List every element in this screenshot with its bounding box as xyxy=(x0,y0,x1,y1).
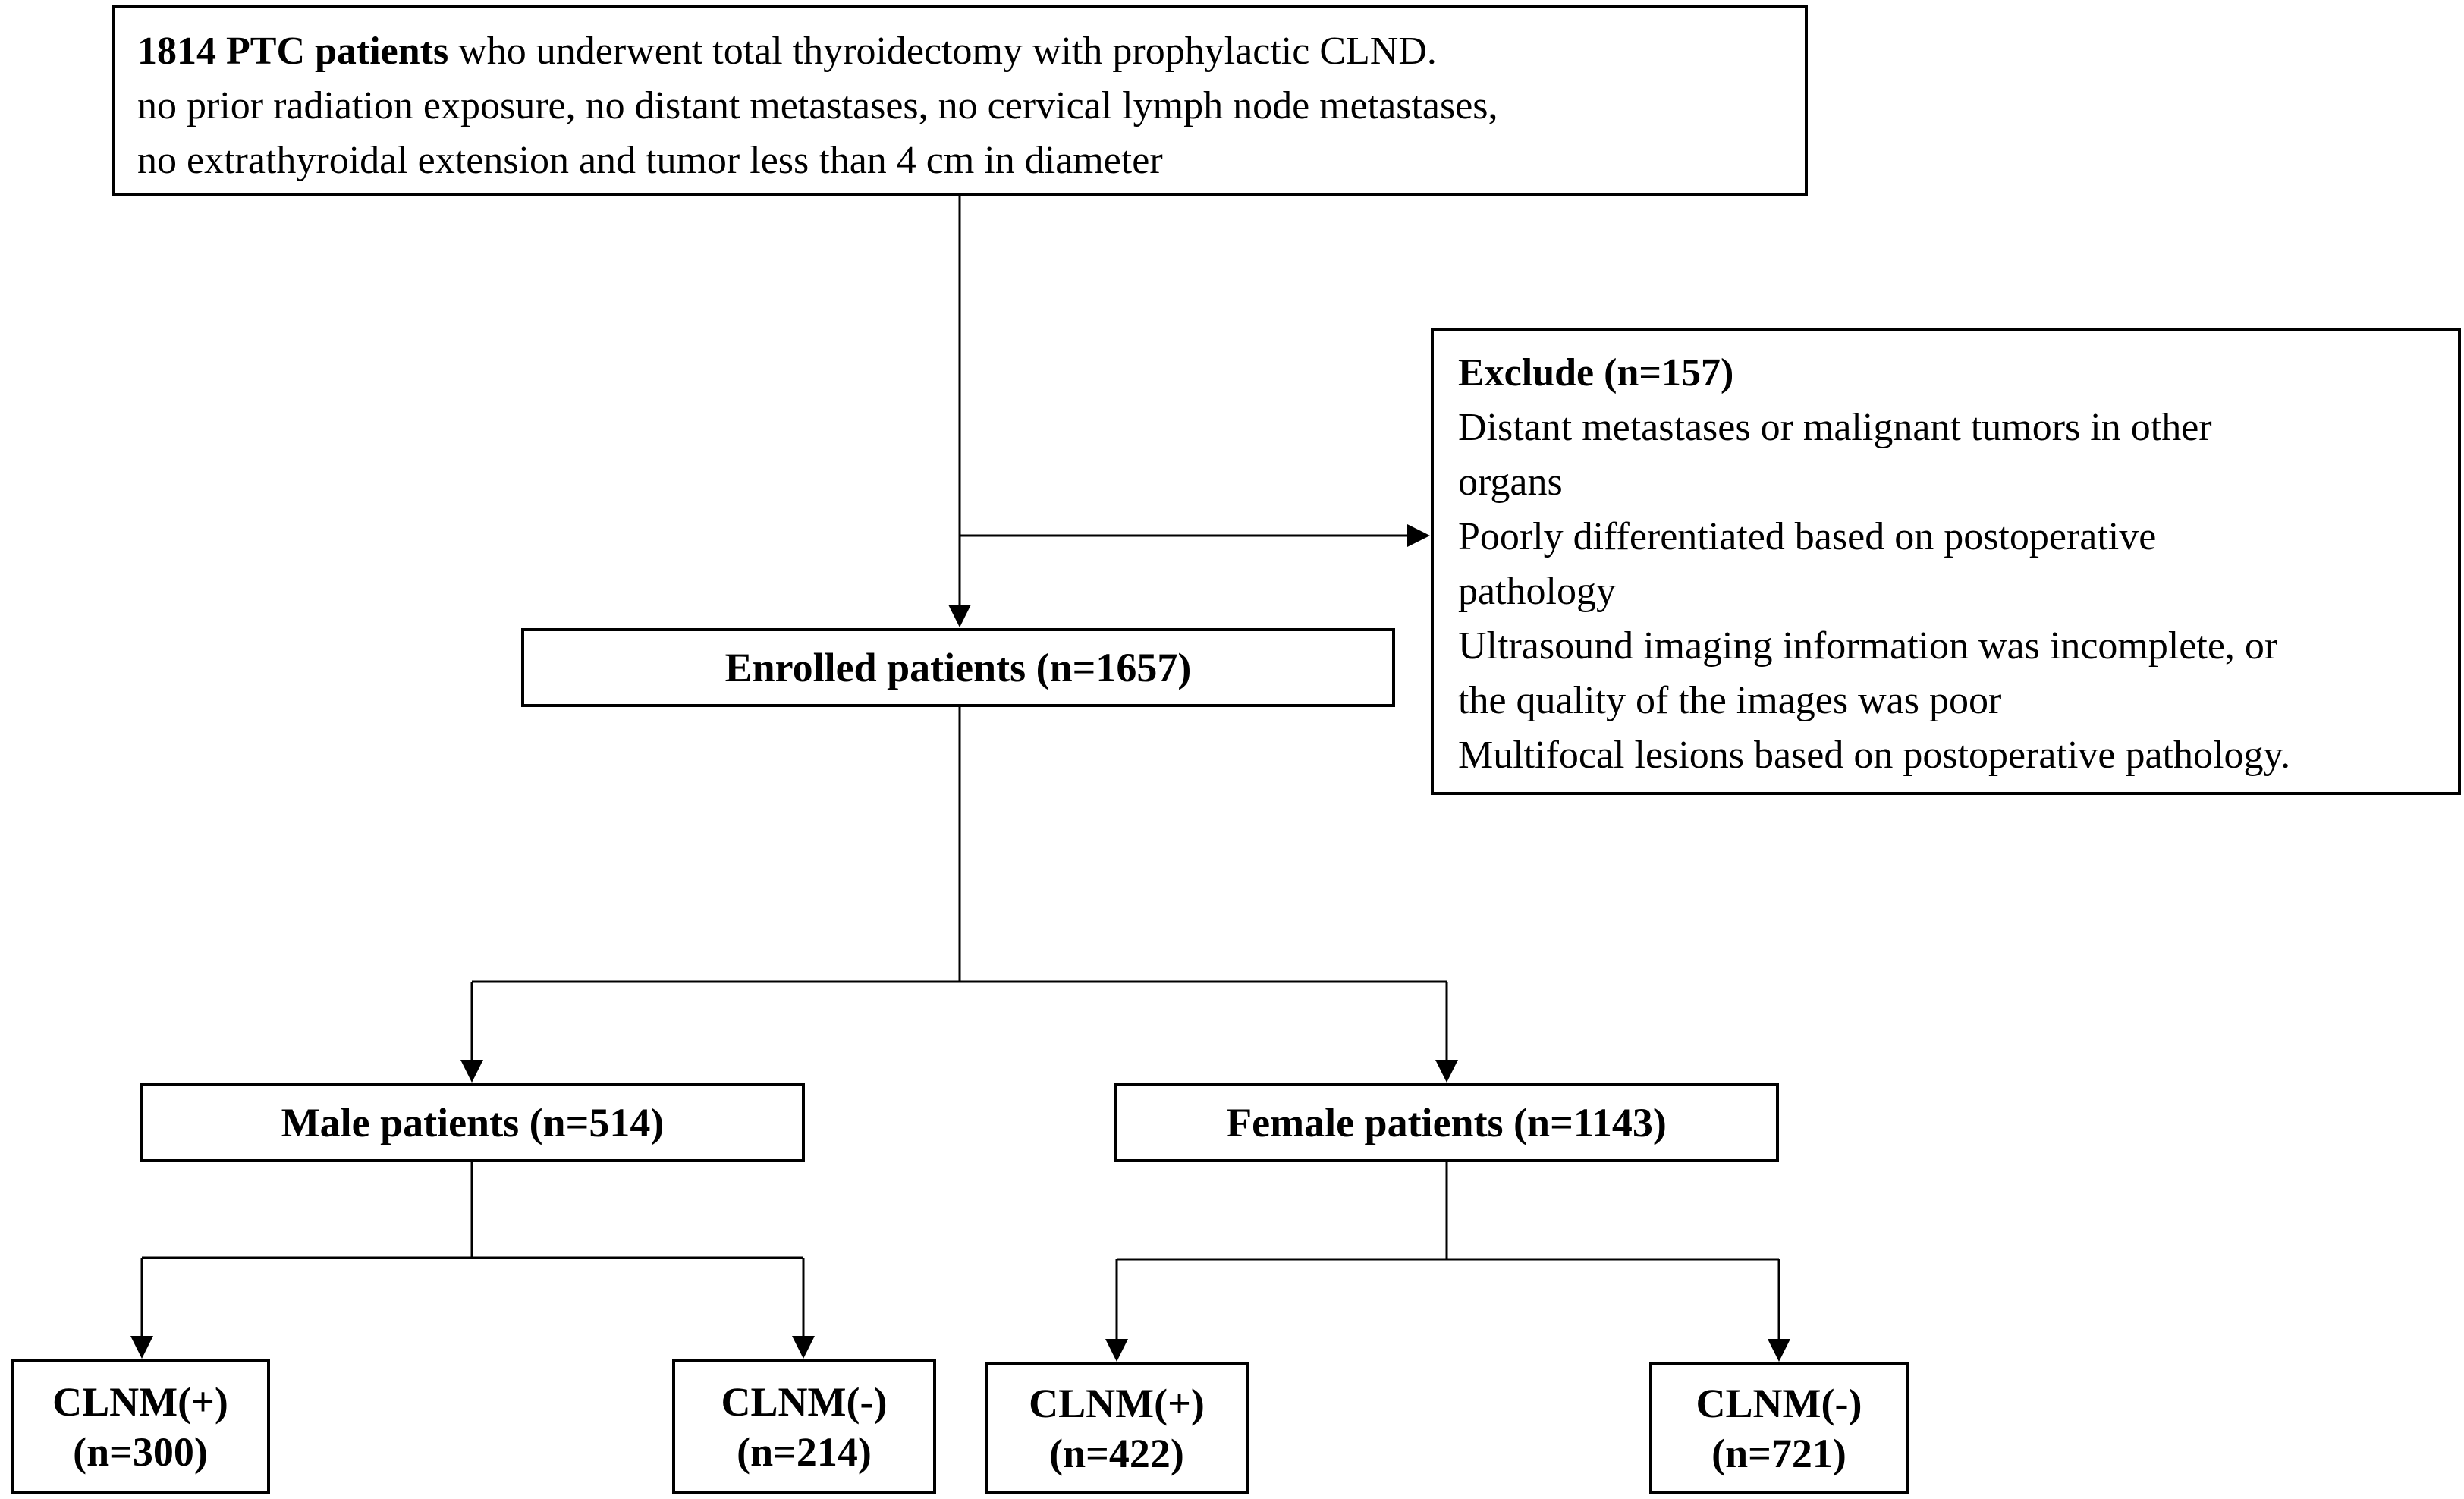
male-clnm-negative-box: CLNM(-) (n=214) xyxy=(672,1359,936,1494)
male-clnm-negative-label: CLNM(-) xyxy=(721,1379,888,1425)
enrolled-label: Enrolled patients (n=1657) xyxy=(724,645,1192,690)
female-patients-box: Female patients (n=1143) xyxy=(1114,1083,1779,1162)
exclusion-line: organs xyxy=(1458,460,1563,504)
female-clnm-negative-label: CLNM(-) xyxy=(1696,1381,1862,1426)
male-patients-box: Male patients (n=514) xyxy=(140,1083,805,1162)
male-clnm-positive-label: CLNM(+) xyxy=(52,1379,228,1425)
screened-line-1: 1814 PTC patients who underwent total th… xyxy=(137,24,1782,79)
exclusion-line: pathology xyxy=(1458,570,1616,613)
enrolled-patients-box: Enrolled patients (n=1657) xyxy=(521,628,1395,707)
screened-criteria-line-3: no extrathyroidal extension and tumor le… xyxy=(137,139,1163,182)
male-clnm-positive-box: CLNM(+) (n=300) xyxy=(11,1359,270,1494)
exclusion-line: the quality of the images was poor xyxy=(1458,679,2002,722)
exclusion-title: Exclude (n=157) xyxy=(1458,351,1734,394)
exclusion-box: Exclude (n=157) Distant metastases or ma… xyxy=(1431,328,2461,795)
male-label: Male patients (n=514) xyxy=(281,1100,665,1145)
exclusion-line: Ultrasound imaging information was incom… xyxy=(1458,624,2278,668)
female-clnm-negative-count: (n=721) xyxy=(1711,1431,1846,1476)
screened-description: who underwent total thyroidectomy with p… xyxy=(448,30,1437,73)
female-clnm-negative-box: CLNM(-) (n=721) xyxy=(1649,1362,1909,1494)
exclusion-line: Multifocal lesions based on postoperativ… xyxy=(1458,734,2291,777)
female-label: Female patients (n=1143) xyxy=(1227,1100,1667,1145)
exclusion-line: Distant metastases or malignant tumors i… xyxy=(1458,406,2212,449)
female-clnm-positive-label: CLNM(+) xyxy=(1029,1381,1205,1426)
female-clnm-positive-box: CLNM(+) (n=422) xyxy=(985,1362,1249,1494)
male-clnm-positive-count: (n=300) xyxy=(73,1429,208,1475)
male-clnm-negative-count: (n=214) xyxy=(737,1429,872,1475)
screened-count: 1814 PTC patients xyxy=(137,30,449,73)
female-clnm-positive-count: (n=422) xyxy=(1049,1431,1184,1476)
screened-patients-box: 1814 PTC patients who underwent total th… xyxy=(112,5,1808,196)
exclusion-line: Poorly differentiated based on postopera… xyxy=(1458,515,2157,558)
screened-criteria-line-2: no prior radiation exposure, no distant … xyxy=(137,84,1498,127)
